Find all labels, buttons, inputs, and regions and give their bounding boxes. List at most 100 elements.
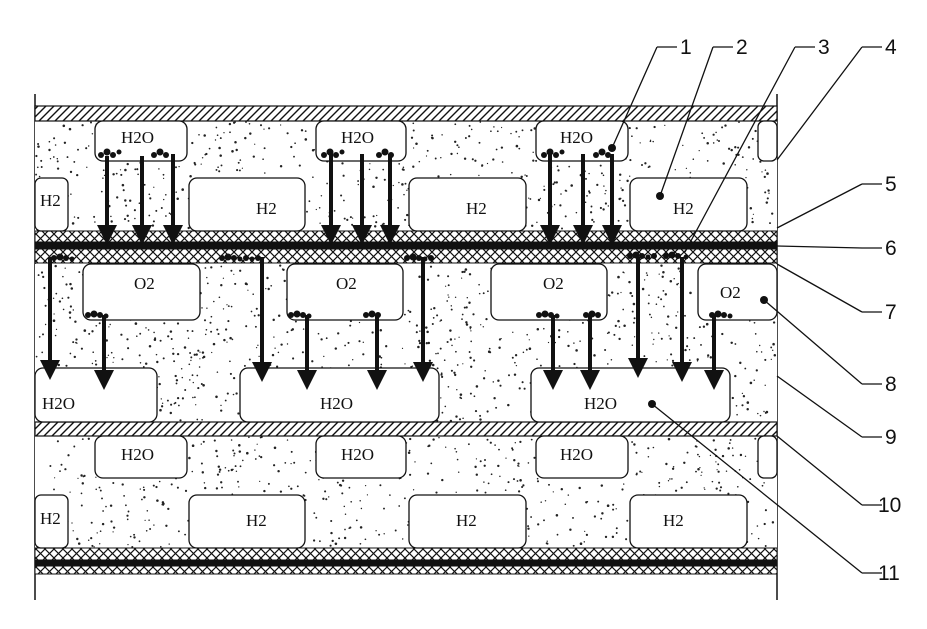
stipple-dot [360, 543, 362, 545]
stipple-dot [700, 475, 701, 476]
stipple-dot [299, 165, 301, 167]
stipple-dot [35, 174, 37, 176]
stipple-dot [507, 481, 509, 483]
stipple-dot [706, 142, 709, 145]
callout-9: 9 [885, 426, 897, 449]
stipple-dot [537, 478, 539, 480]
stipple-dot [223, 339, 225, 341]
stipple-dot [764, 191, 766, 193]
water-label: H2O [341, 128, 374, 147]
stipple-dot [586, 195, 588, 197]
stipple-dot [529, 198, 531, 200]
stipple-dot [717, 469, 718, 470]
stipple-dot [163, 178, 164, 179]
stipple-dot [278, 314, 280, 316]
stipple-dot [751, 221, 753, 223]
stipple-dot [687, 452, 689, 454]
stipple-dot [572, 517, 574, 519]
stipple-dot [58, 364, 60, 366]
stipple-dot [547, 541, 548, 542]
stipple-dot [527, 528, 529, 530]
stipple-dot [94, 221, 96, 223]
stipple-dot [192, 330, 194, 332]
stipple-dot [99, 487, 101, 489]
stipple-dot [239, 450, 241, 452]
stipple-dot [37, 145, 40, 148]
stipple-dot [557, 165, 559, 167]
stipple-dot [626, 520, 628, 522]
stipple-dot [171, 338, 173, 340]
stipple-dot [765, 385, 766, 386]
stipple-dot [303, 328, 304, 329]
stipple-dot [553, 491, 554, 492]
stipple-dot [78, 271, 80, 273]
stipple-dot [766, 172, 769, 175]
stipple-dot [280, 343, 282, 345]
stipple-dot [108, 326, 109, 327]
stipple-dot [537, 328, 540, 331]
stipple-dot [201, 419, 203, 421]
stipple-dot [739, 362, 741, 364]
stipple-dot [462, 363, 463, 364]
stipple-dot [220, 405, 221, 406]
stipple-dot [697, 468, 700, 471]
stipple-dot [531, 225, 533, 227]
stipple-dot [757, 413, 758, 414]
stipple-dot [759, 345, 760, 346]
stipple-dot [763, 411, 764, 412]
stipple-dot [41, 352, 43, 354]
stipple-dot [764, 359, 766, 361]
stipple-dot [734, 343, 736, 345]
stipple-dot [603, 185, 604, 186]
stipple-dot [631, 135, 633, 137]
stipple-dot [432, 364, 435, 367]
stipple-dot [172, 353, 174, 355]
stipple-dot [633, 443, 635, 445]
stipple-dot [122, 483, 124, 485]
stipple-dot [719, 489, 721, 491]
stipple-dot [135, 322, 138, 325]
stipple-dot [496, 149, 498, 151]
stipple-dot [607, 363, 609, 365]
stipple-dot [671, 478, 673, 480]
stipple-dot [244, 137, 246, 139]
stipple-dot [662, 290, 664, 292]
water-label: H2O [320, 394, 353, 413]
stipple-dot [161, 405, 163, 407]
stipple-dot [90, 122, 92, 124]
stipple-dot [523, 352, 525, 354]
stipple-dot [619, 326, 621, 328]
stipple-dot [225, 467, 227, 469]
stipple-dot [456, 389, 457, 390]
water-label: H2O [121, 445, 154, 464]
stipple-dot [255, 458, 257, 460]
stipple-dot [380, 364, 382, 366]
stipple-dot [751, 533, 753, 535]
stipple-dot [631, 441, 633, 443]
stipple-dot [512, 449, 514, 451]
stipple-dot [567, 345, 569, 347]
stipple-dot [519, 441, 521, 443]
stipple-dot [513, 459, 515, 461]
stipple-dot [514, 373, 516, 375]
anode-diffusion-layer [35, 231, 777, 242]
stipple-dot [159, 383, 161, 385]
stipple-dot [532, 159, 534, 161]
stipple-dot [636, 127, 638, 129]
stipple-dot [313, 539, 315, 541]
stipple-dot [383, 508, 385, 510]
stipple-dot [665, 293, 667, 295]
stipple-dot [465, 268, 468, 271]
stipple-dot [149, 345, 152, 348]
stipple-dot [181, 188, 184, 191]
stipple-dot [77, 217, 79, 219]
stipple-dot [665, 463, 667, 465]
callout-11: 11 [878, 562, 900, 585]
stipple-dot [80, 474, 82, 476]
stipple-dot [635, 452, 637, 454]
stipple-dot [136, 168, 138, 170]
stipple-dot [141, 499, 143, 501]
stipple-dot [254, 449, 255, 450]
stipple-dot [341, 162, 343, 164]
stipple-dot [351, 224, 353, 226]
